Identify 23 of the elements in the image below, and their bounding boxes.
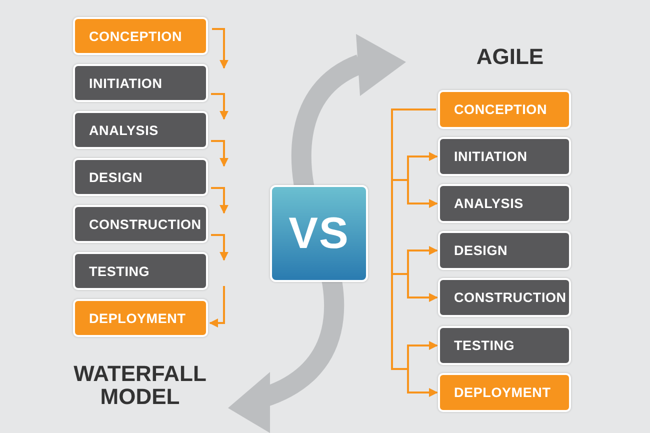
arrow — [212, 28, 228, 69]
arrow — [211, 93, 228, 120]
phase-box: TESTING — [438, 326, 571, 365]
heading: AGILE — [475, 45, 545, 68]
phase-box: CONSTRUCTION — [438, 278, 571, 317]
phase-box: DEPLOYMENT — [438, 373, 571, 412]
vs-badge: VS — [270, 185, 368, 282]
phase-box: DESIGN — [438, 231, 571, 270]
phase-box: CONSTRUCTION — [73, 205, 208, 243]
arrow — [211, 187, 228, 214]
phase-box: INITIATION — [73, 64, 208, 102]
phase-box: INITIATION — [438, 137, 571, 176]
phase-box: CONCEPTION — [438, 90, 571, 129]
phase-box: DEPLOYMENT — [73, 299, 208, 337]
arrow — [211, 140, 228, 167]
phase-box: ANALYSIS — [73, 111, 208, 149]
phase-box: TESTING — [73, 252, 208, 290]
phase-box: DESIGN — [73, 158, 208, 196]
phase-box: ANALYSIS — [438, 184, 571, 223]
arrow — [211, 234, 228, 261]
arrow — [209, 286, 225, 328]
phase-box: CONCEPTION — [73, 17, 208, 55]
heading: WATERFALL MODEL — [72, 362, 208, 408]
